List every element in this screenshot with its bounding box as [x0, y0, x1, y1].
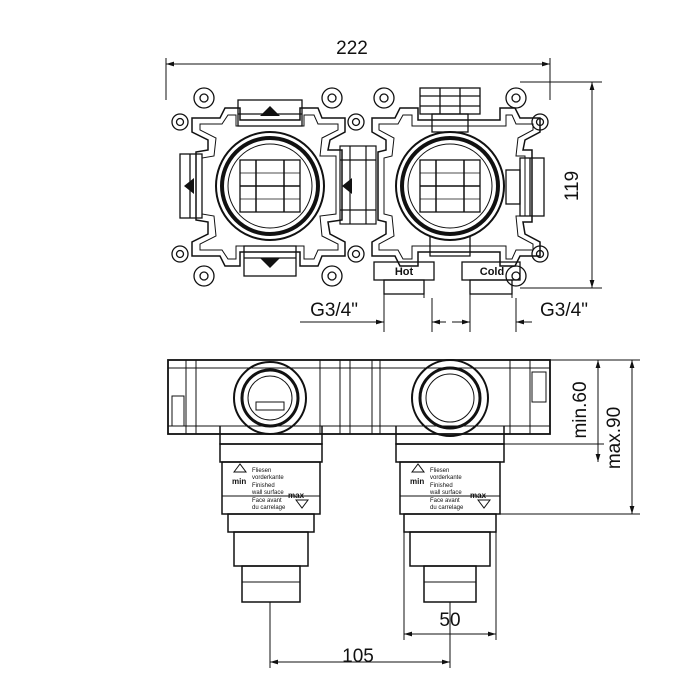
- svg-text:Finished: Finished: [430, 483, 453, 489]
- svg-text:vorderkante: vorderkante: [252, 475, 284, 481]
- dim-label-inlet-left: G3/4": [310, 300, 358, 321]
- svg-text:Fliesen: Fliesen: [252, 468, 271, 474]
- triangle-down-icon-left: [295, 499, 309, 509]
- right-side-cap: [505, 157, 545, 217]
- dim-label-inner: 50: [439, 610, 460, 631]
- front-view: [167, 359, 640, 668]
- arrow-left-icon: [184, 178, 194, 194]
- right-cartridge: [395, 426, 505, 603]
- svg-text:Face avant: Face avant: [430, 498, 460, 504]
- hot-port: [373, 261, 435, 298]
- triangle-down-icon-right: [477, 499, 491, 509]
- svg-text:max: max: [288, 491, 305, 500]
- dim-label-outer: 105: [342, 646, 374, 667]
- svg-text:vorderkante: vorderkante: [430, 475, 462, 481]
- arrow-down-icon: [260, 258, 280, 268]
- right-top-nut: [419, 87, 481, 133]
- right-valve-body: [395, 131, 505, 241]
- svg-text:wall surface: wall surface: [429, 490, 462, 496]
- triangle-up-icon-right: [411, 463, 425, 473]
- mounting-lugs: [171, 87, 549, 287]
- dim-label-width: 222: [336, 38, 368, 59]
- svg-text:min: min: [410, 477, 424, 486]
- dim-label-min: min.60: [570, 381, 591, 438]
- top-view: [165, 58, 602, 332]
- cold-port: [461, 261, 521, 298]
- dim-label-height: 119: [562, 171, 583, 201]
- left-cartridge: [219, 426, 323, 603]
- dim-label-inlet-right: G3/4": [540, 300, 588, 321]
- right-installation-label: min Fliesen vorderkante Finished wall su…: [410, 468, 487, 511]
- svg-text:wall surface: wall surface: [251, 490, 284, 496]
- right-bracket-frame: [371, 107, 541, 267]
- right-port-ring: [411, 359, 489, 437]
- svg-text:Finished: Finished: [252, 483, 275, 489]
- svg-text:max: max: [470, 491, 487, 500]
- svg-text:du carrelage: du carrelage: [430, 505, 464, 511]
- cold-label: Cold: [480, 266, 504, 278]
- dim-label-max: max.90: [604, 407, 625, 469]
- triangle-up-icon-left: [233, 463, 247, 473]
- left-valve-body: [215, 131, 325, 241]
- hot-label: Hot: [395, 266, 414, 278]
- svg-text:Face avant: Face avant: [252, 498, 282, 504]
- svg-text:min: min: [232, 477, 246, 486]
- svg-text:Fliesen: Fliesen: [430, 468, 449, 474]
- left-port-ring: [233, 361, 307, 435]
- arrow-left-icon-center: [342, 178, 352, 194]
- housing: [167, 359, 551, 435]
- left-installation-label: min Fliesen vorderkante Finished wall su…: [232, 468, 305, 511]
- left-bracket-frame: [191, 107, 346, 267]
- arrow-up-icon: [260, 106, 280, 116]
- svg-text:du carrelage: du carrelage: [252, 505, 286, 511]
